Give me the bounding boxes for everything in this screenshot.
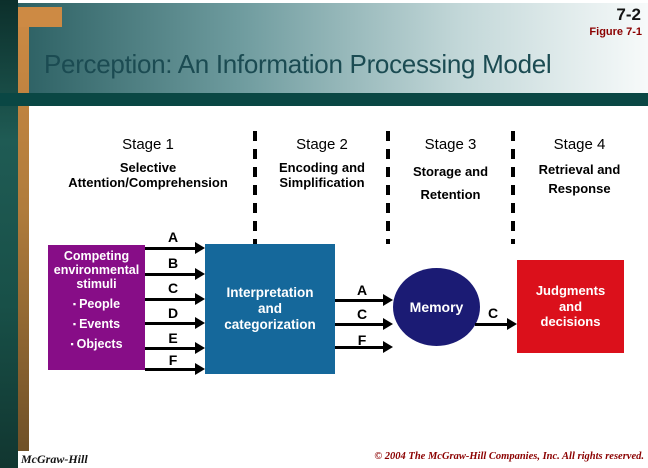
flow1-arrow-icon	[145, 317, 205, 329]
flow3-letter-c: C	[487, 305, 499, 321]
stage-1-header: Stage 1 Selective Attention/Comprehensio…	[40, 136, 256, 191]
stage-1-subtitle: Selective Attention/Comprehension	[68, 160, 228, 190]
bullet-label: Events	[79, 317, 121, 331]
figure-label: Figure 7-1	[589, 26, 642, 38]
flow1-letter-a: A	[167, 229, 179, 245]
flow2-letter-f: F	[357, 332, 367, 348]
square-bullet-icon: ▪	[70, 339, 74, 349]
flow1-letter-d: D	[167, 305, 179, 321]
flow1-letter-c: C	[167, 280, 179, 296]
memory-label: Memory	[409, 299, 464, 315]
stage-1-label: Stage 1	[122, 136, 174, 153]
list-item: ▪Objects	[48, 334, 145, 354]
stage-divider-1	[253, 131, 257, 244]
page-title: Perception: An Information Processing Mo…	[44, 49, 552, 79]
square-bullet-icon: ▪	[72, 319, 77, 329]
stage-2-subtitle: Encoding and Simplification	[279, 160, 365, 190]
flow1-arrow-icon	[145, 268, 205, 280]
flow2-letter-c: C	[356, 306, 368, 322]
stage-3-header: Stage 3 Storage and Retention	[388, 136, 513, 207]
stage-4-header: Stage 4 Retrieval and Response	[513, 136, 646, 199]
flow1-arrow-icon	[145, 242, 205, 254]
bullet-label: People	[79, 297, 121, 311]
orange-accent-strip	[18, 7, 29, 451]
flow2-arrow-icon	[335, 318, 393, 330]
flow1-arrow-icon	[145, 342, 205, 354]
bullet-label: Objects	[76, 337, 123, 351]
copyright-notice: © 2004 The McGraw-Hill Companies, Inc. A…	[374, 451, 644, 462]
flow1-arrow-icon	[145, 293, 205, 305]
square-bullet-icon: ▪	[72, 299, 77, 309]
judgments-box: Judgments and decisions	[517, 260, 624, 353]
flow2-letter-a: A	[356, 282, 368, 298]
slide-number: 7-2	[616, 5, 641, 24]
competing-stimuli-title: Competing environmental stimuli	[53, 249, 140, 291]
stage-divider-3	[511, 131, 515, 244]
flow3-arrow-icon	[475, 318, 517, 330]
stage-4-label: Stage 4	[553, 136, 606, 153]
memory-ellipse: Memory	[393, 268, 480, 346]
flow1-letter-e: E	[168, 330, 178, 346]
header-gradient-band	[18, 3, 648, 93]
competing-stimuli-box: Competing environmental stimuli ▪People …	[48, 245, 145, 370]
stimuli-bullet-list: ▪People ▪Events ▪Objects	[48, 294, 145, 354]
stage-3-label: Stage 3	[424, 136, 477, 153]
stage-4-subtitle: Retrieval and Response	[538, 162, 621, 196]
stage-divider-2	[386, 131, 390, 244]
header-rule-bar	[0, 93, 648, 106]
stage-2-header: Stage 2 Encoding and Simplification	[256, 136, 388, 191]
flow1-arrow-icon	[145, 363, 205, 375]
flow1-letter-b: B	[167, 255, 179, 271]
list-item: ▪Events	[48, 314, 145, 334]
stage-2-label: Stage 2	[296, 136, 348, 153]
publisher-credit: McGraw-Hill	[21, 452, 88, 466]
interpretation-box: Interpretation and categorization	[205, 244, 335, 374]
stage-3-subtitle: Storage and Retention	[412, 164, 489, 202]
orange-accent-square	[18, 7, 62, 27]
interpretation-label: Interpretation and categorization	[224, 284, 316, 333]
flow2-arrow-icon	[335, 294, 393, 306]
judgments-label: Judgments and decisions	[535, 283, 606, 330]
list-item: ▪People	[48, 294, 145, 314]
flow2-arrow-icon	[335, 341, 393, 353]
flow1-letter-f: F	[168, 352, 178, 368]
left-accent-bar	[0, 0, 18, 468]
